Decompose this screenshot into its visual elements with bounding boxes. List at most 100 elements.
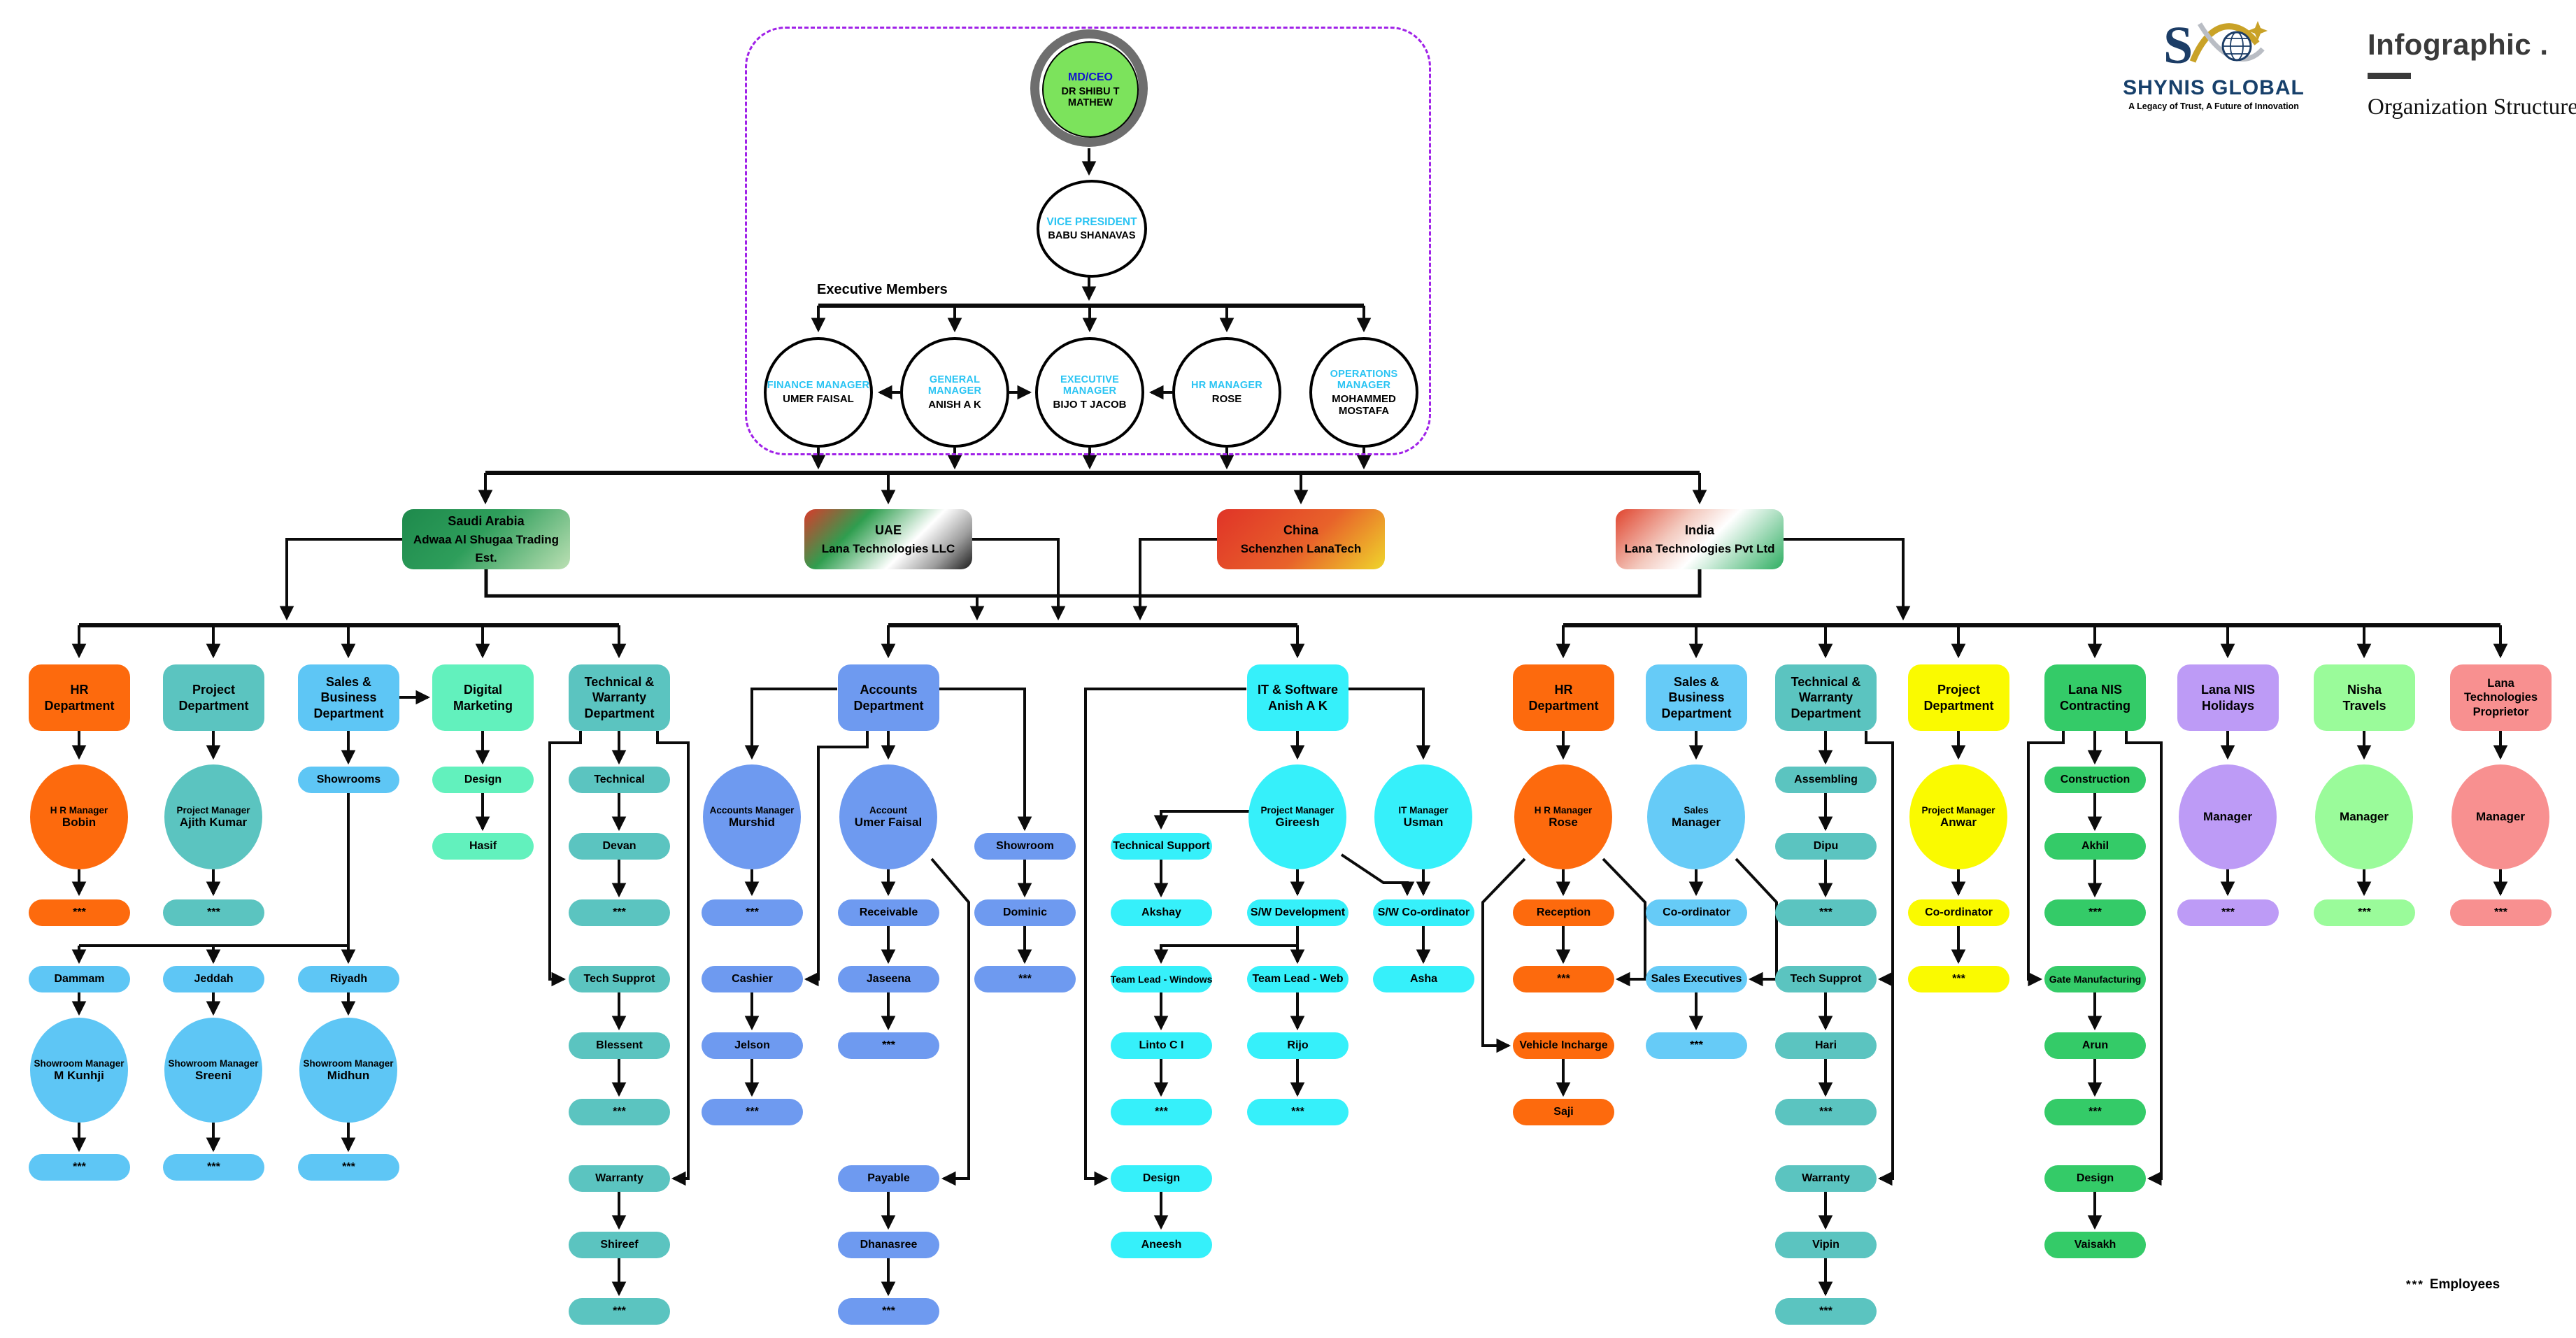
org-node: *** — [838, 1298, 939, 1325]
employees-legend: *** Employees — [2406, 1277, 2500, 1293]
executive-executive-manager: EXECUTIVE MANAGER BIJO T JACOB — [1035, 337, 1144, 448]
org-node: *** — [569, 899, 670, 926]
org-node: *** — [1908, 966, 2009, 992]
org-node: Assembling — [1775, 767, 1877, 793]
sa-jeddah-showroom-manager: Showroom Manager Sreeni — [164, 1018, 262, 1123]
in-hr-department-header: HR Department — [1513, 664, 1614, 731]
legend-symbol: *** — [2406, 1278, 2424, 1291]
in-sales-department-header: Sales & Business Department — [1646, 664, 1747, 731]
sa-dammam-employees: *** — [29, 1154, 130, 1181]
shynis-global-logo: S SHYNIS GLOBAL A Legacy of Trust, A Fut… — [2088, 15, 2340, 111]
country-india: India Lana Technologies Pvt Ltd — [1616, 509, 1784, 569]
org-node: *** — [2044, 1099, 2146, 1125]
org-node: S/W Co-ordinator — [1373, 899, 1474, 926]
org-node: *** — [1775, 1099, 1877, 1125]
executive-general-manager: GENERAL MANAGER ANISH A K — [900, 337, 1009, 448]
in-project-department-header: Project Department — [1908, 664, 2009, 731]
sa-hr-employees: *** — [29, 899, 130, 926]
vice-president-node: VICE PRESIDENT BABU SHANAVAS — [1037, 180, 1147, 278]
executive-members-label: Executive Members — [817, 282, 948, 297]
org-node: Sales Executives — [1646, 966, 1747, 992]
in-lana-nis-holidays-header: Lana NIS Holidays — [2177, 664, 2279, 731]
org-node: Reception — [1513, 899, 1614, 926]
org-node: Arun — [2044, 1032, 2146, 1059]
org-node: *** — [974, 966, 1076, 992]
md-ceo-name: DR SHIBU T MATHEW — [1061, 85, 1120, 108]
sa-digital-hasif: Hasif — [432, 833, 534, 860]
it-manager: IT Manager Usman — [1374, 764, 1472, 869]
org-node: Co-ordinator — [1908, 899, 2009, 926]
sa-digital-marketing-header: Digital Marketing — [432, 664, 534, 731]
org-node: Construction — [2044, 767, 2146, 793]
md-ceo-role: MD/CEO — [1068, 71, 1113, 83]
sa-jeddah-employees: *** — [163, 1154, 264, 1181]
org-node: Blessent — [569, 1032, 670, 1059]
sa-project-manager: Project Manager Ajith Kumar — [164, 764, 262, 869]
org-node: Design — [2044, 1165, 2146, 1192]
country-uae: UAE Lana Technologies LLC — [804, 509, 972, 569]
executive-board-frame — [745, 27, 1431, 455]
in-lana-nis-contracting-header: Lana NIS Contracting — [2044, 664, 2146, 731]
org-node: Warranty — [569, 1165, 670, 1192]
org-node: Devan — [569, 833, 670, 860]
org-node: Gate Manufacturing — [2044, 966, 2146, 992]
sa-project-department-header: Project Department — [163, 664, 264, 731]
org-node: *** — [1247, 1099, 1349, 1125]
org-node: S/W Development — [1247, 899, 1349, 926]
uae-accounts-department-header: Accounts Department — [838, 664, 939, 731]
in-nisha-travels-header: Nisha Travels — [2314, 664, 2415, 731]
it-software-header: IT & Software Anish A K — [1247, 664, 1349, 731]
org-node: Tech Supprot — [1775, 966, 1877, 992]
in-sales-manager: Sales Manager — [1647, 764, 1745, 869]
svg-text:S: S — [2163, 16, 2193, 71]
org-node: Team Lead - Web — [1247, 966, 1349, 992]
country-china: China Schenzhen LanaTech — [1217, 509, 1385, 569]
in-proprietor-header: Lana Technologies Proprietor — [2450, 664, 2552, 731]
sa-riyadh-showroom-manager: Showroom Manager Midhun — [299, 1018, 397, 1123]
legend-label: Employees — [2429, 1277, 2500, 1292]
org-node: Aneesh — [1111, 1232, 1212, 1258]
org-node: *** — [2044, 899, 2146, 926]
logo-tagline: A Legacy of Trust, A Future of Innovatio… — [2128, 101, 2299, 111]
org-node: Shireef — [569, 1232, 670, 1258]
org-node: Linto C I — [1111, 1032, 1212, 1059]
org-node: Akhil — [2044, 833, 2146, 860]
sa-branch-dammam: Dammam — [29, 966, 130, 992]
org-node: *** — [702, 1099, 803, 1125]
in-travels-manager: Manager — [2315, 764, 2413, 869]
page-subtitle: Organization Structure — [2368, 94, 2576, 120]
in-technical-warranty-header: Technical & Warranty Department — [1775, 664, 1877, 731]
sa-branch-riyadh: Riyadh — [298, 966, 399, 992]
in-holidays-manager: Manager — [2179, 764, 2277, 869]
sa-sales-department-header: Sales & Business Department — [298, 664, 399, 731]
org-node: Co-ordinator — [1646, 899, 1747, 926]
in-proprietor-manager: Manager — [2452, 764, 2549, 869]
org-node: Vipin — [1775, 1232, 1877, 1258]
org-node: *** — [1513, 966, 1614, 992]
org-node: *** — [2314, 899, 2415, 926]
in-project-manager: Project Manager Anwar — [1909, 764, 2007, 869]
org-node: Design — [1111, 1165, 1212, 1192]
org-node: Vehicle Incharge — [1513, 1032, 1614, 1059]
org-node: Hari — [1775, 1032, 1877, 1059]
sa-hr-department-header: HR Department — [29, 664, 130, 731]
org-node: Payable — [838, 1165, 939, 1192]
org-node: *** — [1646, 1032, 1747, 1059]
md-ceo-node: MD/CEO DR SHIBU T MATHEW — [1030, 29, 1148, 147]
org-node: Team Lead - Windows — [1111, 966, 1212, 992]
org-node: *** — [1775, 899, 1877, 926]
org-node: Vaisakh — [2044, 1232, 2146, 1258]
country-saudi-arabia: Saudi Arabia Adwaa Al Shugaa Trading Est… — [402, 509, 570, 569]
org-node: *** — [838, 1032, 939, 1059]
org-node: Dhanasree — [838, 1232, 939, 1258]
logo-text: SHYNIS GLOBAL — [2123, 76, 2305, 99]
executive-operations-manager: OPERATIONS MANAGER MOHAMMED MOSTAFA — [1309, 337, 1418, 448]
sa-project-employees: *** — [163, 899, 264, 926]
title-dash — [2368, 73, 2411, 79]
org-node: Dominic — [974, 899, 1076, 926]
org-node: Warranty — [1775, 1165, 1877, 1192]
org-node: Cashier — [702, 966, 803, 992]
in-hr-manager: H R Manager Rose — [1514, 764, 1612, 869]
